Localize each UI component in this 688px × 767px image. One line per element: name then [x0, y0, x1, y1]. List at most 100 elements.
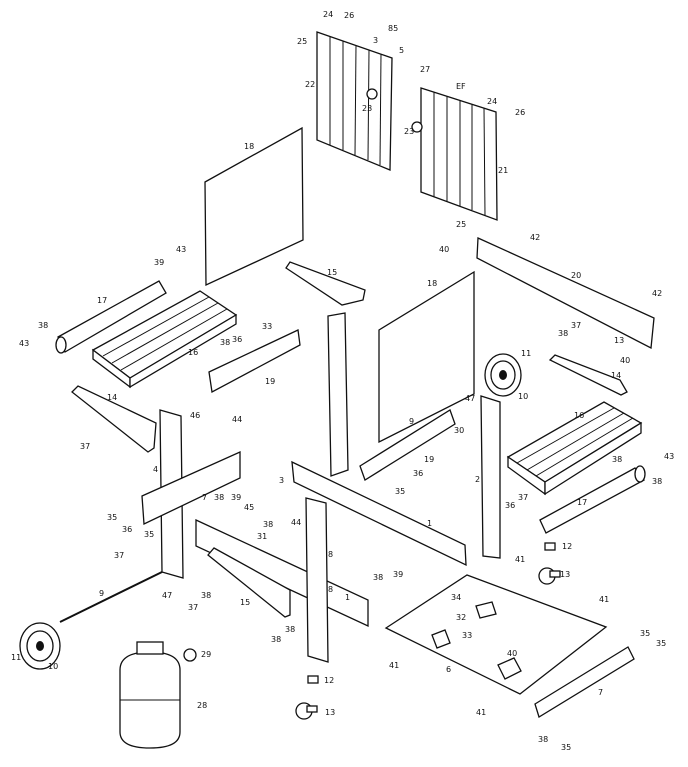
panel-18-left	[204, 126, 304, 287]
part-callout-c37a: 37	[571, 321, 581, 330]
part-callout-c16b: 16	[574, 411, 584, 420]
part-callout-c37c: 37	[518, 493, 528, 502]
part-callout-c11b: 11	[11, 653, 21, 662]
part-callout-c38k: 38	[538, 735, 548, 744]
part-callout-c13a: 13	[614, 336, 624, 345]
part-callout-c37d: 37	[114, 551, 124, 560]
part-callout-c41b: 41	[599, 595, 609, 604]
post-8-front	[305, 497, 329, 663]
part-callout-c46: 46	[190, 411, 200, 420]
part-callout-c33a: 33	[262, 322, 272, 331]
post-3-center	[327, 312, 349, 477]
part-callout-c38l: 38	[271, 635, 281, 644]
part-callout-c35d: 35	[640, 629, 650, 638]
part-callout-c45: 45	[244, 503, 254, 512]
part-callout-c39b: 39	[231, 493, 241, 502]
part-callout-c19a: 19	[265, 377, 275, 386]
part-callout-c38c: 38	[558, 329, 568, 338]
part-callout-c31: 31	[257, 532, 267, 541]
part-callout-c12a: 12	[562, 542, 572, 551]
part-callout-c44b: 44	[291, 518, 301, 527]
slatted-shelf-16-left	[91, 290, 238, 389]
part-callout-c8b: 8	[328, 585, 333, 594]
part-callout-c44a: 44	[232, 415, 242, 424]
round-rail-17-right	[539, 465, 646, 534]
part-callout-c47a: 47	[465, 394, 475, 403]
part-callout-c38d: 38	[612, 455, 622, 464]
bracket-19-center	[359, 409, 456, 481]
propane-tank-28	[119, 641, 197, 749]
part-callout-c47b: 47	[162, 591, 172, 600]
part-callout-c1b: 1	[345, 593, 350, 602]
part-callout-c10b: 10	[48, 662, 58, 671]
part-callout-c35c: 35	[144, 530, 154, 539]
part-callout-c35f: 35	[561, 743, 571, 752]
part-callout-c14a: 14	[107, 393, 117, 402]
part-callout-c15b: 15	[240, 598, 250, 607]
part-callout-c12b: 12	[324, 676, 334, 685]
part-callout-c25b: 25	[456, 220, 466, 229]
part-callout-c25a: 25	[297, 37, 307, 46]
part-callout-c16a: 16	[188, 348, 198, 357]
part-callout-c4: 4	[153, 465, 158, 474]
rail-20	[476, 237, 655, 350]
part-callout-c41a: 41	[515, 555, 525, 564]
part-callout-c43c: 43	[664, 452, 674, 461]
part-callout-c15a: 15	[327, 268, 337, 277]
part-callout-c35e: 35	[656, 639, 666, 648]
caster-13-left	[295, 702, 318, 720]
part-callout-c37b: 37	[80, 442, 90, 451]
round-rail-17-left	[55, 280, 167, 354]
front-rail-1-center	[291, 460, 467, 567]
part-callout-c40a: 40	[439, 245, 449, 254]
part-callout-c22: 22	[305, 80, 315, 89]
part-callout-c26b: 26	[515, 108, 525, 117]
part-callout-c42a: 42	[530, 233, 540, 242]
part-callout-c43b: 43	[19, 339, 29, 348]
part-callout-c28: 28	[197, 701, 207, 710]
part-callout-c41c: 41	[389, 661, 399, 670]
wheel-10-right	[484, 353, 522, 397]
part-callout-c9a: 9	[409, 417, 414, 426]
part-callout-c27: 27	[420, 65, 430, 74]
part-callout-c19b: 19	[424, 455, 434, 464]
part-callout-c20: 20	[571, 271, 581, 280]
part-callout-c6: 6	[446, 665, 451, 674]
part-callout-c3a: 3	[373, 36, 378, 45]
part-callout-c29: 29	[201, 650, 211, 659]
part-callout-c38e: 38	[214, 493, 224, 502]
part-callout-c36a: 36	[232, 335, 242, 344]
part-callout-c9b: 9	[99, 589, 104, 598]
side-wall-panel-21	[411, 87, 498, 221]
part-callout-c23b: 23	[404, 127, 414, 136]
part-callout-c38g: 38	[263, 520, 273, 529]
part-callout-c33b: 33	[462, 631, 472, 640]
part-callout-c24a: 24	[323, 10, 333, 19]
part-callout-c13b: 13	[560, 570, 570, 579]
part-callout-c39c: 39	[393, 570, 403, 579]
part-callout-c7a: 7	[202, 493, 207, 502]
part-callout-c36b: 36	[413, 469, 423, 478]
bracket-15-top	[285, 261, 366, 306]
part-callout-c21: 21	[498, 166, 508, 175]
part-callout-c38i: 38	[373, 573, 383, 582]
part-callout-c36d: 36	[122, 525, 132, 534]
part-callout-c8a: 8	[328, 550, 333, 559]
block-12-left	[307, 675, 319, 684]
part-callout-c34: 34	[451, 593, 461, 602]
part-callout-c10a: 10	[518, 392, 528, 401]
part-callout-c43a: 43	[176, 245, 186, 254]
slatted-shelf-16-right	[506, 401, 643, 496]
part-callout-c11a: 11	[521, 349, 531, 358]
part-callout-c24b: 24	[487, 97, 497, 106]
part-callout-c26a: 26	[344, 11, 354, 20]
shelf-hardware	[431, 601, 522, 680]
part-callout-c85: 85	[388, 24, 398, 33]
part-callout-c41d: 41	[476, 708, 486, 717]
board-7-left	[141, 450, 241, 525]
part-callout-c30: 30	[454, 426, 464, 435]
part-callout-c23a: 23	[362, 104, 372, 113]
part-callout-c17b: 17	[577, 498, 587, 507]
